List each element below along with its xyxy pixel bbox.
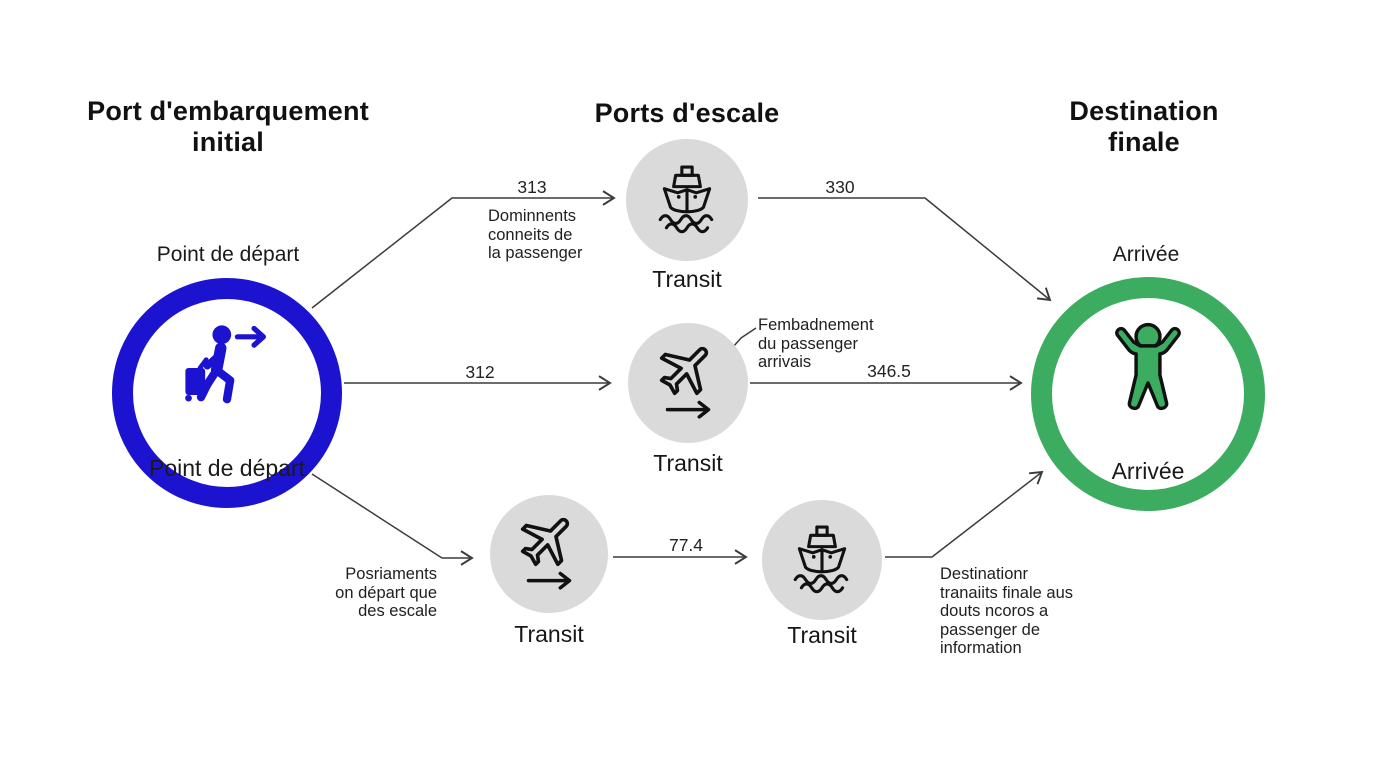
transit-label-ship-bottom: Transit <box>787 622 857 648</box>
traveler-with-luggage-icon <box>185 325 266 404</box>
edge-value-start-to-ship-top: 313 <box>517 177 547 197</box>
transit-node-plane-middle <box>628 323 748 443</box>
start-node: Point de départ <box>112 278 342 508</box>
edge-value-plane-mid-to-end: 346.5 <box>867 361 911 381</box>
person-celebrating-icon <box>1115 322 1181 411</box>
end-node-label-above: Arrivée <box>1112 243 1180 266</box>
end-node-label-inside: Arrivée <box>1111 458 1185 484</box>
note-bottom-left: Posriaments on départ que des escale <box>335 565 437 620</box>
callout-line-middle-note <box>732 327 757 348</box>
edge-value-ship-top-to-end: 330 <box>825 177 855 197</box>
transit-node-plane-bottom <box>490 495 608 613</box>
ship-icon <box>793 525 849 594</box>
edge-value-start-to-plane-mid: 312 <box>465 362 495 382</box>
end-node: Arrivée <box>1031 277 1265 511</box>
edge-ship-bottom-to-end <box>885 470 1044 558</box>
edge-value-plane-bottom-to-ship-bottom: 77.4 <box>668 535 704 555</box>
edge-ship-top-to-end <box>758 197 1052 302</box>
start-node-label-above: Point de départ <box>156 243 300 266</box>
start-node-label-inside: Point de départ <box>148 455 305 481</box>
transit-label-plane-middle: Transit <box>653 450 723 476</box>
transit-node-ship-top <box>626 139 748 261</box>
transit-label-ship-top: Transit <box>652 266 722 292</box>
header-middle-column: Ports d'escale <box>594 98 780 128</box>
ship-icon <box>658 165 714 234</box>
edge-start-to-plane-bottom <box>311 473 474 566</box>
plane-icon <box>520 517 572 590</box>
note-bottom-right: Destinationr tranaiits finale aus douts … <box>940 565 1073 657</box>
edge-start-to-ship-top <box>311 190 616 309</box>
plane-icon <box>659 346 711 419</box>
transit-node-ship-bottom <box>762 500 882 620</box>
header-end-column: Destination finale <box>1069 96 1219 157</box>
note-top-edge: Dominnents conneits de la passenger <box>488 207 583 262</box>
note-middle-callout: Fembadnement du passenger arrivais <box>758 316 874 371</box>
transit-label-plane-bottom: Transit <box>514 621 584 647</box>
header-start-column: Port d'embarquement initial <box>87 96 369 157</box>
